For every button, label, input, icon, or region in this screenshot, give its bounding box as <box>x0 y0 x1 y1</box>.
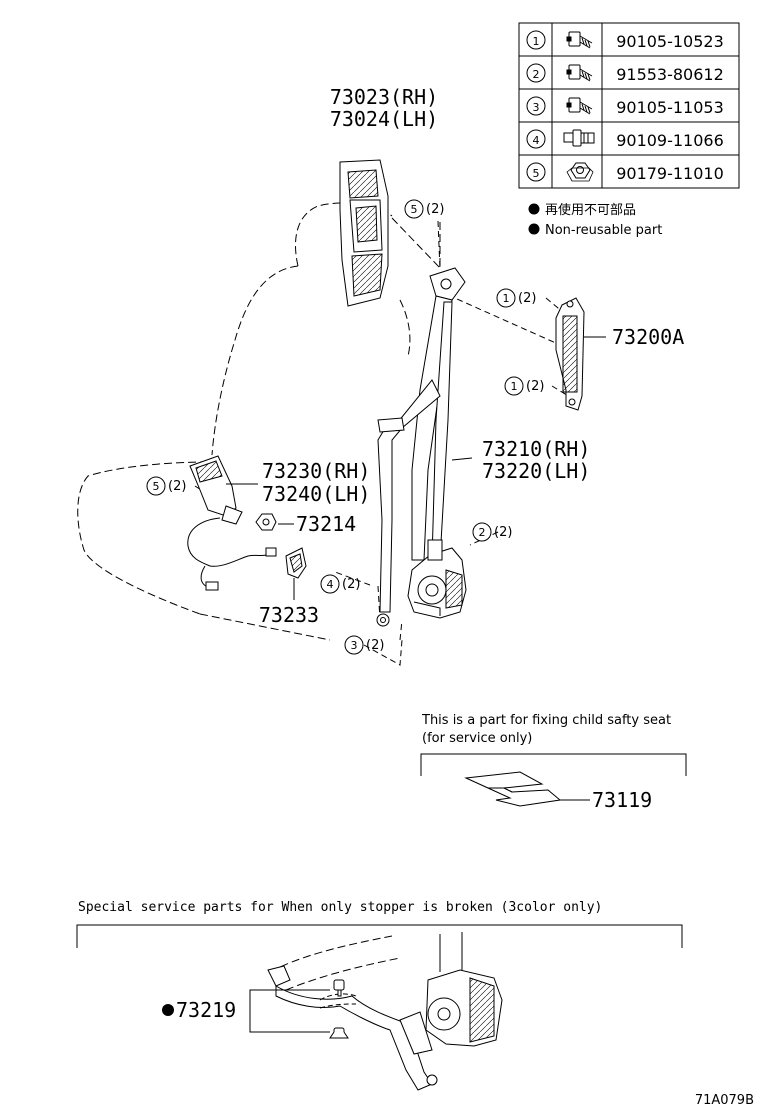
index-circle <box>526 63 546 83</box>
fastener-legend-table <box>518 22 740 189</box>
hex-nut-icon <box>566 162 594 182</box>
shoulder-bolt-icon <box>563 129 595 147</box>
special-service-bracket <box>76 924 683 948</box>
pillar-trim-cover <box>339 159 389 307</box>
flange-bolt-icon <box>566 31 593 49</box>
legend-index: 3 <box>533 101 540 114</box>
bracket-lines-73219 <box>249 989 330 1033</box>
callout-index: 4 <box>327 578 334 591</box>
flange-bolt-icon <box>566 64 593 82</box>
part-label-73210: 73210(RH) <box>482 437 590 461</box>
index-circle <box>526 30 546 50</box>
legend-index: 4 <box>533 134 540 147</box>
special-service-note: Special service parts for When only stop… <box>78 900 602 915</box>
part-label-73214: 73214 <box>296 512 356 536</box>
legend-row-5: 5 90179-11010 <box>526 162 724 183</box>
legend-row-3: 3 90105-11053 <box>526 96 724 117</box>
callout-3: 3 (2) <box>344 635 384 655</box>
callout-4: 4 (2) <box>320 574 360 594</box>
non-reusable-dot-icon <box>528 223 540 235</box>
child-seat-note-line2: (for service only) <box>422 731 532 746</box>
legend-index: 1 <box>533 35 540 48</box>
non-reusable-note-jp: 再使用不可部品 <box>545 202 636 218</box>
callout-qty: (2) <box>168 479 186 494</box>
flange-bolt-icon <box>566 97 593 115</box>
part-label-73200A: 73200A <box>612 325 684 349</box>
legend-part-number: 90179-11010 <box>616 164 724 183</box>
legend-part-number: 90105-10523 <box>616 32 724 51</box>
stopper-assembly <box>267 932 503 1091</box>
child-seat-anchor-plate <box>464 771 562 807</box>
callout-index: 5 <box>153 480 160 493</box>
non-reusable-dot-icon <box>528 203 540 215</box>
callout-index: 2 <box>479 526 486 539</box>
callout-5-upper: 5 (2) <box>404 199 444 219</box>
child-seat-note-line1: This is a part for fixing child safty se… <box>421 713 671 728</box>
diagram-id: 71A079B <box>695 1093 754 1108</box>
legend-row-1: 1 90105-10523 <box>526 30 724 51</box>
index-circle <box>526 162 546 182</box>
legend-row-4: 4 90109-11066 <box>526 129 724 150</box>
non-reusable-note-en: Non-reusable part <box>545 223 662 238</box>
callout-qty: (2) <box>526 379 544 394</box>
legend-part-number: 91553-80612 <box>616 65 724 84</box>
callout-index: 5 <box>411 203 418 216</box>
part-label-73220: 73220(LH) <box>482 459 590 483</box>
part-label-73240: 73240(LH) <box>262 482 370 506</box>
index-circle <box>526 129 546 149</box>
non-reusable-dot-icon <box>162 1004 174 1016</box>
legend-index: 2 <box>533 68 540 81</box>
callout-index: 3 <box>351 639 358 652</box>
seat-belt-buckle <box>187 455 277 591</box>
leader-line <box>451 457 473 461</box>
callout-qty: (2) <box>342 577 360 592</box>
callout-1-upper: 1 (2) <box>496 288 536 308</box>
legend-row-2: 2 91553-80612 <box>526 63 724 84</box>
callout-qty: (2) <box>366 638 384 653</box>
callout-1-lower: 1 (2) <box>504 376 544 396</box>
part-label-73219: 73219 <box>176 998 236 1022</box>
part-label-73233: 73233 <box>259 603 319 627</box>
part-label-73024: 73024(LH) <box>330 107 438 131</box>
index-circle <box>526 96 546 116</box>
callout-qty: (2) <box>518 291 536 306</box>
callout-qty: (2) <box>494 525 512 540</box>
shoulder-height-adjuster <box>555 297 585 411</box>
callout-qty: (2) <box>426 202 444 217</box>
part-label-73023: 73023(RH) <box>330 85 438 109</box>
buckle-nut <box>255 513 277 531</box>
legend-index: 5 <box>533 167 540 180</box>
seat-belt-assembly <box>376 267 467 627</box>
child-seat-bracket <box>420 753 687 776</box>
legend-part-number: 90105-11053 <box>616 98 724 117</box>
buckle-cover <box>285 547 307 579</box>
callout-5-lower: 5 (2) <box>146 476 186 496</box>
callout-index: 1 <box>503 292 510 305</box>
part-label-73230: 73230(RH) <box>262 459 370 483</box>
callout-index: 1 <box>511 380 518 393</box>
part-label-73119: 73119 <box>592 788 652 812</box>
callout-2: 2 (2) <box>472 522 512 542</box>
legend-part-number: 90109-11066 <box>616 131 724 150</box>
